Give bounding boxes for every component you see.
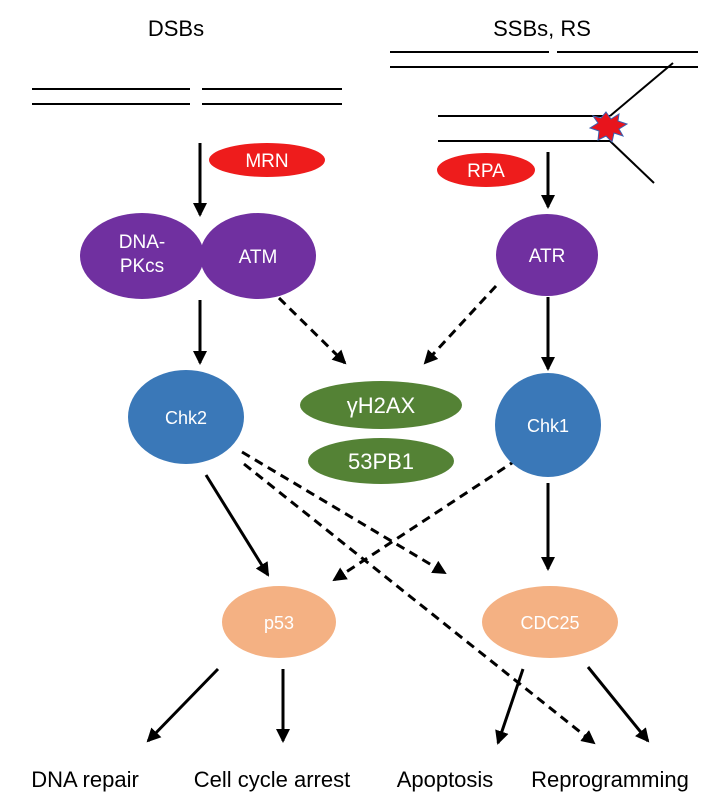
rpa-node: RPA	[437, 153, 535, 187]
dsb-dna-strands	[32, 88, 342, 105]
chk2-label: Chk2	[165, 408, 207, 428]
arrow-cdc25-to-apoptosis	[495, 668, 525, 745]
solid-arrows	[146, 143, 650, 745]
chk2-node: Chk2	[128, 370, 244, 464]
chk1-label: Chk1	[527, 416, 569, 436]
dashed-chk1-to-p53	[332, 449, 531, 582]
arrow-p53-to-repair	[146, 667, 220, 743]
ssb-dna-strands	[390, 51, 698, 68]
atr-label: ATR	[529, 246, 566, 267]
dnapkcs-label-line1: DNA-	[119, 232, 165, 253]
p53-node: p53	[222, 586, 336, 658]
ssbs-rs-header: SSBs, RS	[493, 16, 591, 41]
dashed-atm-to-h2ax	[277, 296, 347, 365]
atr-node: ATR	[496, 214, 598, 296]
arrow-cdc25-to-reprogramming	[586, 666, 650, 743]
chk1-node: Chk1	[495, 373, 601, 477]
h2ax-label: γH2AX	[347, 393, 416, 418]
dashed-arrows	[241, 284, 596, 745]
mrn-node: MRN	[209, 143, 325, 177]
atm-label: ATM	[239, 247, 278, 268]
p53-label: p53	[264, 613, 294, 633]
outcome-reprogramming: Reprogramming	[531, 767, 689, 792]
rpa-label: RPA	[467, 161, 505, 182]
outcome-cell-cycle-arrest: Cell cycle arrest	[194, 767, 350, 792]
atm-node: ATM	[200, 213, 316, 299]
cdc25-node: CDC25	[482, 586, 618, 658]
damage-burst-icon	[588, 111, 629, 143]
outcome-dna-repair: DNA repair	[31, 767, 139, 792]
mrn-label: MRN	[245, 151, 288, 172]
dashed-atr-to-h2ax	[423, 284, 498, 365]
dnapkcs-label-line2: PKcs	[120, 256, 164, 277]
53pb1-label: 53PB1	[348, 449, 414, 474]
dashed-chk2-to-apoptosis	[241, 450, 447, 575]
cdc25-label: CDC25	[520, 613, 579, 633]
arrow-chk2-to-p53	[204, 474, 270, 577]
h2ax-node: γH2AX	[300, 381, 462, 429]
dsbs-header: DSBs	[148, 16, 204, 41]
53pb1-node: 53PB1	[308, 438, 454, 484]
outcome-apoptosis: Apoptosis	[397, 767, 494, 792]
dnapkcs-node: DNA- PKcs	[80, 213, 204, 299]
replication-fork	[438, 62, 674, 184]
